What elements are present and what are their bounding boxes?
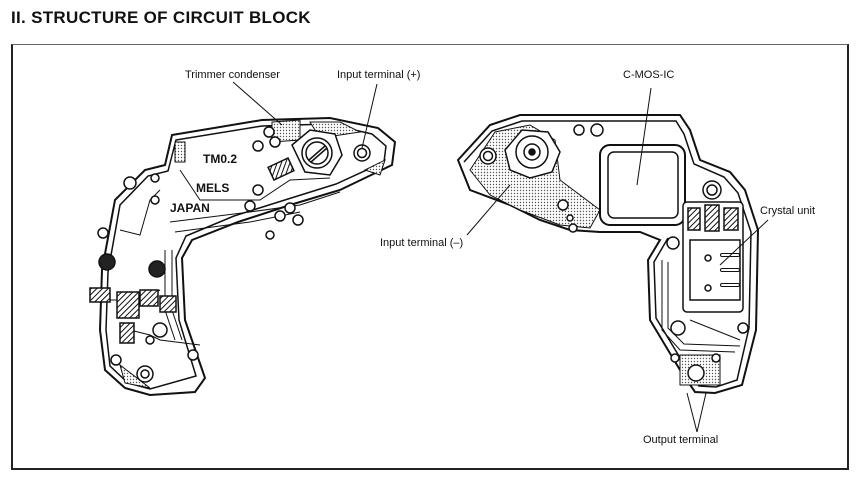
label-output-terminal: Output terminal [643,434,719,446]
right-circuit-board [456,114,760,395]
cmos-ic [599,144,686,226]
left-board-inner-outline [105,123,387,390]
label-cmos-ic: C-MOS-IC [623,69,675,81]
left-circuit-board: TM0.2 MELS JAPAN [89,116,397,397]
board-marking-mels: MELS [196,181,229,195]
board-marking-japan: JAPAN [170,201,210,215]
leader-crystal-unit [719,219,769,266]
leader-output-terminal-1 [686,392,698,433]
leader-input-terminal-minus [466,184,511,236]
label-trimmer-condenser: Trimmer condenser [185,69,280,81]
leader-input-terminal-plus [361,83,378,149]
leader-trimmer-condenser [232,81,283,126]
diagram-frame [11,44,849,470]
left-board-outline [98,116,397,397]
board-marking-tm: TM0.2 [203,152,237,166]
label-crystal-unit: Crystal unit [760,205,816,217]
leader-lines [232,81,769,433]
board-markings: TM0.2 MELS JAPAN [170,152,237,215]
section-title: II. STRUCTURE OF CIRCUIT BLOCK [11,8,311,27]
leader-output-terminal-2 [696,392,707,433]
label-input-terminal-minus: Input terminal (–) [380,237,464,249]
label-input-terminal-plus: Input terminal (+) [337,69,421,81]
leader-cmos-ic [636,87,652,186]
trimmer-condenser [267,129,343,181]
crystal-unit [682,201,744,313]
